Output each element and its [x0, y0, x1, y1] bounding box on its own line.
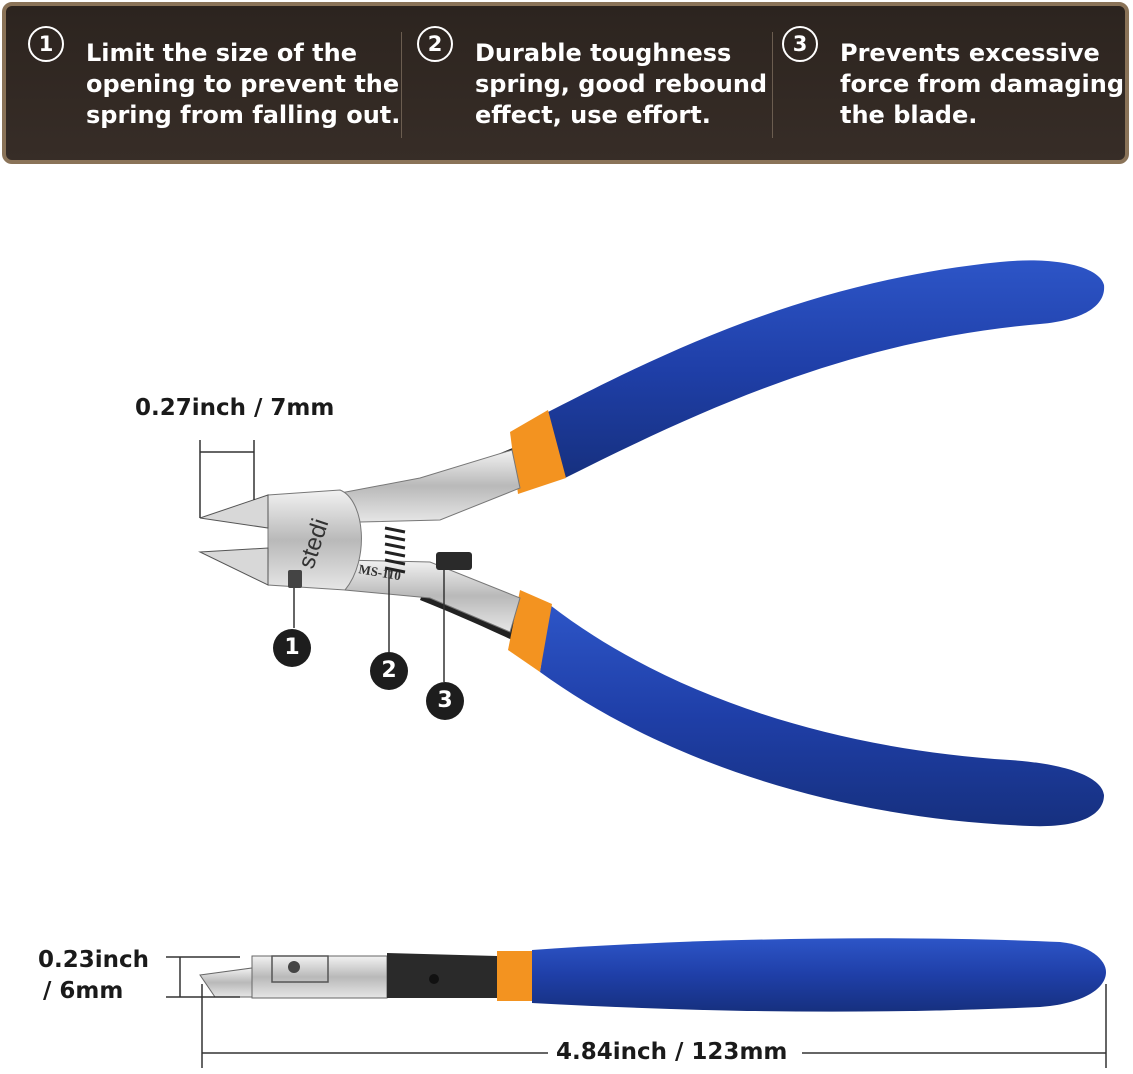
total-length-label: 4.84inch / 123mm	[556, 1039, 788, 1065]
side-view-shank	[387, 953, 497, 998]
spring	[384, 526, 406, 574]
stop-screw	[436, 552, 472, 570]
callout-leaders	[293, 568, 445, 682]
lower-grip	[540, 605, 1104, 827]
feature-1-number: 1	[28, 26, 64, 62]
lower-collar	[508, 590, 552, 672]
pliers-head: stedi MS-110	[198, 449, 521, 633]
feature-3-text: Prevents excessive force from damaging t…	[840, 38, 1124, 131]
callout-1: 1	[273, 629, 311, 667]
limit-pin	[288, 570, 302, 588]
thickness-dimension	[166, 956, 240, 998]
feature-3-line-3: the blade.	[840, 101, 978, 129]
upper-handle	[420, 260, 1105, 510]
side-view-pliers	[199, 938, 1106, 1012]
feature-2-number: 2	[417, 26, 453, 62]
feature-divider	[772, 32, 773, 138]
feature-3-line-2: force from damaging	[840, 70, 1125, 98]
feature-3-line-1: Prevents excessive	[840, 39, 1100, 67]
feature-2-line-2: spring, good rebound	[475, 70, 768, 98]
upper-collar	[510, 410, 566, 494]
feature-2-line-3: effect, use effort.	[475, 101, 711, 129]
lower-handle	[420, 575, 1104, 827]
feature-1-line-2: opening to prevent the	[86, 70, 400, 98]
upper-grip	[548, 260, 1105, 478]
feature-2-line-1: Durable toughness	[475, 39, 732, 67]
feature-1-line-3: spring from falling out.	[86, 101, 401, 129]
feature-1-text: Limit the size of the opening to prevent…	[86, 38, 400, 131]
head-thickness-label-line-1: 0.23inch	[38, 947, 150, 973]
jaw-opening-dimension	[199, 440, 255, 518]
head-thickness-label-line-2: / 6mm	[43, 978, 124, 1004]
feature-2-text: Durable toughness spring, good rebound e…	[475, 38, 767, 131]
callout-3: 3	[426, 682, 464, 720]
jaw-opening-label: 0.27inch / 7mm	[135, 395, 335, 421]
model-number: MS-110	[357, 561, 402, 583]
length-dimension	[201, 984, 1107, 1068]
feature-1-line-1: Limit the size of the	[86, 39, 358, 67]
feature-3-number: 3	[782, 26, 818, 62]
side-view-collar	[497, 951, 532, 1001]
feature-divider	[401, 32, 402, 138]
callout-2: 2	[370, 652, 408, 690]
side-view-grip	[532, 938, 1106, 1012]
feature-banner: 1 Limit the size of the opening to preve…	[2, 2, 1129, 164]
